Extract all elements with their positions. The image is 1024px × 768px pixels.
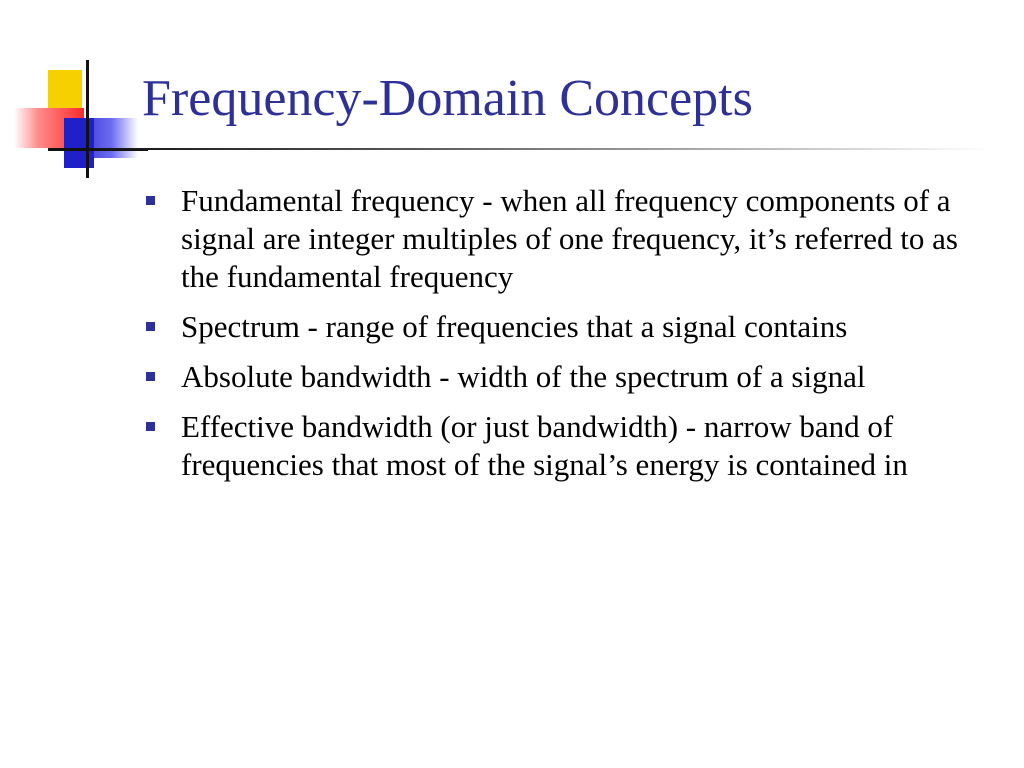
square-bullet-icon (146, 372, 155, 381)
title-underline (88, 148, 988, 150)
bullet-item: Effective bandwidth (or just bandwidth) … (140, 408, 980, 484)
bullet-list: Fundamental frequency - when all frequen… (140, 182, 980, 496)
slide-title: Frequency-Domain Concepts (142, 70, 753, 127)
logo-vertical-line (86, 60, 89, 178)
bullet-item: Spectrum - range of frequencies that a s… (140, 308, 980, 346)
square-bullet-icon (146, 322, 155, 331)
decorative-logo (0, 0, 150, 190)
square-bullet-icon (146, 196, 155, 205)
bullet-text: Spectrum - range of frequencies that a s… (181, 309, 848, 344)
bullet-text: Effective bandwidth (or just bandwidth) … (181, 409, 908, 482)
bullet-text: Fundamental frequency - when all frequen… (181, 183, 958, 294)
logo-blue-square (64, 118, 94, 168)
bullet-item: Absolute bandwidth - width of the spectr… (140, 358, 980, 396)
square-bullet-icon (146, 422, 155, 431)
bullet-text: Absolute bandwidth - width of the spectr… (181, 359, 866, 394)
bullet-item: Fundamental frequency - when all frequen… (140, 182, 980, 296)
